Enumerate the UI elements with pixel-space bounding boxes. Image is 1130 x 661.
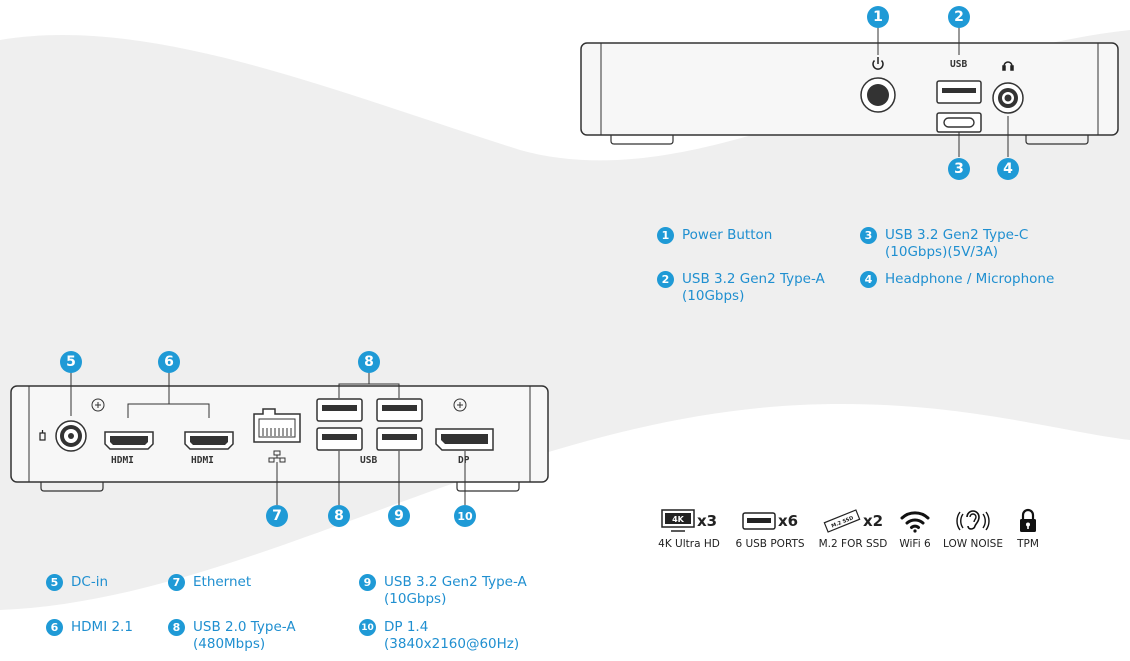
legend-label: Headphone / Microphone: [885, 271, 1055, 287]
audio-jack: [992, 82, 1024, 114]
feature-label: M.2 FOR SSD: [818, 538, 888, 550]
dc-plug-icon: [39, 430, 46, 441]
lock-icon: [1020, 508, 1036, 532]
displayport: [435, 428, 494, 451]
front-usb-label: USB: [950, 59, 968, 70]
legend-displayport: 10 DP 1.4 (3840x2160@60Hz): [359, 619, 519, 653]
usb-port-icon: [742, 512, 776, 530]
4k-badge-text: 4K: [672, 515, 685, 524]
front-chassis: [580, 42, 1119, 136]
hdmi-label-1: HDMI: [111, 455, 134, 466]
dp-label: DP: [458, 455, 470, 466]
legend-badge: 3: [860, 227, 877, 244]
legend-label: USB 2.0 Type-A (480Mbps): [193, 619, 296, 652]
legend-label: DP 1.4 (3840x2160@60Hz): [384, 619, 520, 652]
rear-panel-diagram: [10, 372, 549, 505]
legend-front-usb-a: 2 USB 3.2 Gen2 Type-A (10Gbps): [657, 271, 825, 305]
legend-badge: 9: [359, 574, 376, 591]
hdmi-port-1: [104, 431, 154, 450]
legend-hdmi: 6 HDMI 2.1: [46, 619, 133, 636]
feature-count: x3: [696, 512, 718, 530]
rear-usb-port-top-right: [376, 398, 423, 422]
hdmi-label-2: HDMI: [191, 455, 214, 466]
legend-label: Power Button: [682, 227, 773, 243]
legend-label: HDMI 2.1: [71, 619, 133, 635]
feature-4k: 4K x3 4K Ultra HD: [658, 508, 720, 550]
legend-headphone: 4 Headphone / Microphone: [860, 271, 1054, 288]
4k-monitor-icon: 4K: [661, 509, 695, 532]
legend-badge: 5: [46, 574, 63, 591]
callout-7: 7: [266, 505, 288, 527]
quiet-ear-icon: [956, 510, 990, 531]
feature-count: x6: [777, 512, 799, 530]
callout-3: 3: [948, 158, 970, 180]
legend-badge: 4: [860, 271, 877, 288]
feature-label: 4K Ultra HD: [658, 538, 720, 550]
dc-in-port: [55, 420, 87, 452]
feature-wifi: WiFi 6: [895, 508, 935, 550]
front-panel-diagram: [580, 27, 1119, 157]
feature-label: LOW NOISE: [943, 538, 1003, 550]
legend-label: USB 3.2 Gen2 Type-A (10Gbps): [384, 574, 527, 607]
headphone-icon: [1002, 61, 1014, 71]
legend-rear-usb-2: 8 USB 2.0 Type-A (480Mbps): [168, 619, 296, 653]
feature-label: WiFi 6: [899, 538, 931, 550]
feature-low-noise: LOW NOISE: [940, 508, 1006, 550]
callout-9: 9: [388, 505, 410, 527]
callout-8-top: 8: [358, 351, 380, 373]
feature-label: 6 USB PORTS: [735, 538, 805, 550]
wifi-icon: [900, 511, 930, 533]
legend-rear-usb-3: 9 USB 3.2 Gen2 Type-A (10Gbps): [359, 574, 527, 608]
legend-badge: 2: [657, 271, 674, 288]
callout-8-bottom: 8: [328, 505, 350, 527]
rear-usb-label: USB: [360, 455, 378, 466]
feature-m2-ssd: M.2 SSD x2 M.2 FOR SSD: [818, 508, 888, 550]
callout-6: 6: [158, 351, 180, 373]
callout-2: 2: [948, 6, 970, 28]
legend-power-button: 1 Power Button: [657, 227, 772, 244]
network-icon: [268, 450, 286, 463]
legend-badge: 6: [46, 619, 63, 636]
legend-dc-in: 5 DC-in: [46, 574, 108, 591]
legend-label: Ethernet: [193, 574, 252, 590]
legend-badge: 10: [359, 619, 376, 636]
legend-label: USB 3.2 Gen2 Type-A (10Gbps): [682, 271, 825, 304]
callout-4: 4: [997, 158, 1019, 180]
callout-5: 5: [60, 351, 82, 373]
legend-ethernet: 7 Ethernet: [168, 574, 251, 591]
hdmi-port-2: [184, 431, 234, 450]
callout-1: 1: [867, 6, 889, 28]
legend-badge: 1: [657, 227, 674, 244]
front-usb-a-port: [936, 80, 982, 104]
rear-usb-port-bottom-left: [316, 427, 363, 451]
legend-label: DC-in: [71, 574, 108, 590]
feature-label: TPM: [1017, 538, 1039, 550]
legend-label: USB 3.2 Gen2 Type-C (10Gbps)(5V/3A): [885, 227, 1029, 260]
feature-count: x2: [862, 512, 884, 530]
legend-badge: 7: [168, 574, 185, 591]
feature-tpm: TPM: [1012, 508, 1044, 550]
m2-ssd-icon: M.2 SSD: [823, 509, 861, 533]
rear-usb-port-bottom-right: [376, 427, 423, 451]
callout-10: 10: [454, 505, 476, 527]
power-button: [860, 77, 896, 113]
screw-icon: [453, 398, 467, 412]
power-symbol-icon: [872, 57, 884, 70]
legend-badge: 8: [168, 619, 185, 636]
rear-usb-port-top-left: [316, 398, 363, 422]
ethernet-port: [253, 408, 301, 443]
front-usb-c-port: [936, 112, 982, 133]
legend-front-usb-c: 3 USB 3.2 Gen2 Type-C (10Gbps)(5V/3A): [860, 227, 1028, 261]
screw-icon: [91, 398, 105, 412]
feature-usb: x6 6 USB PORTS: [734, 508, 806, 550]
